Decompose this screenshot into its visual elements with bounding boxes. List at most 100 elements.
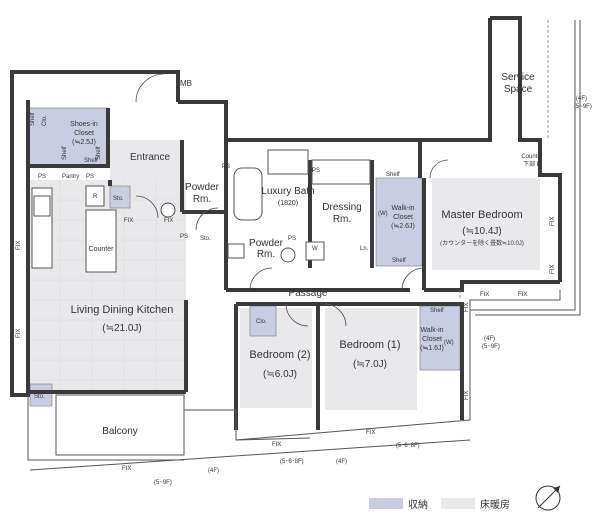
w-label: (W) xyxy=(378,211,388,217)
fix-label: FIX xyxy=(164,218,173,224)
shelf-label: Shelf xyxy=(84,158,98,164)
fix-label: FIX xyxy=(464,391,470,400)
floor-4f-label: (4F) xyxy=(484,336,495,342)
ps-label: PS xyxy=(180,234,188,240)
balcony-outline xyxy=(27,20,581,471)
shower-area xyxy=(267,149,309,175)
passage-label: Passage xyxy=(289,288,328,299)
floor-heating-master-bedroom xyxy=(432,178,540,270)
clo-label: Clo. xyxy=(42,115,48,126)
shelf-label: Shelf xyxy=(386,172,400,178)
counter-label: Counter xyxy=(89,246,115,253)
floor-5-6-8f-label: (5･6･8F) xyxy=(396,443,420,449)
walk-in-1-label-3: (≒1.6J) xyxy=(420,345,444,352)
shelf-label: Shelf xyxy=(30,112,36,126)
floor-4f-label: (4F) xyxy=(208,468,219,474)
kitchen-stove xyxy=(33,195,51,217)
bedroom-1-label-2: (≒7.0J) xyxy=(353,359,387,370)
dressing-room-label-2: Rm. xyxy=(333,214,351,225)
ps-label: PS xyxy=(288,236,296,242)
walk-in-master-label-3: (≒2.6J) xyxy=(391,223,415,230)
sto-label: Sto. xyxy=(200,236,211,242)
legend-storage: 収納 xyxy=(369,496,428,511)
shoes-closet-label: Shoes-in xyxy=(70,121,98,128)
legend-floor-heating: 床暖房 xyxy=(441,496,510,511)
powder-room-1-label-2: Rm. xyxy=(193,194,211,205)
pantry-label: Pantry xyxy=(62,174,79,180)
floor-5-6-8f-label: (5･6･8F) xyxy=(280,459,304,465)
legend-floor-heating-swatch xyxy=(441,497,475,509)
fix-label: FIX xyxy=(550,265,556,274)
ps-label: PS xyxy=(222,164,230,170)
storage-areas xyxy=(27,107,461,407)
fix-label: FIX xyxy=(480,292,489,298)
compass-icon xyxy=(535,485,561,511)
shelf-label: Shelf xyxy=(96,146,102,160)
floor-5-9f-label: (5~9F) xyxy=(482,344,500,350)
storage-sto-entrance xyxy=(109,185,131,209)
clo-label: Clo. xyxy=(256,319,267,325)
ps-label: PS xyxy=(312,168,320,174)
kitchen-counter-island xyxy=(85,209,117,273)
dressing-counter xyxy=(311,159,371,185)
shoes-closet-label-3: (≒2.5J) xyxy=(72,139,96,146)
counter-right-label: Counter xyxy=(521,154,542,160)
fix-label: FIX xyxy=(464,303,470,312)
luxury-bath-label-2: (1820) xyxy=(278,200,298,207)
ps-label: PS xyxy=(86,174,94,180)
dressing-room-label: Dressing xyxy=(322,202,361,213)
shelf-label: Shelf xyxy=(62,146,68,160)
floor-heating-bedroom-1 xyxy=(325,308,417,410)
entrance-label: Entrance xyxy=(130,152,170,163)
powder-room-2-label: Powder xyxy=(249,238,284,249)
shelf-label: Shelf xyxy=(392,258,406,264)
shoes-closet-label-2: Closet xyxy=(74,130,94,137)
legend-floor-heating-text: 床暖房 xyxy=(480,499,510,511)
bathtub xyxy=(233,167,263,221)
fix-label: FIX xyxy=(16,329,22,338)
storage-walk-in-master xyxy=(375,177,423,267)
w-label: (W) xyxy=(444,340,454,346)
refrigerator xyxy=(85,185,105,207)
toilet-2 xyxy=(280,247,296,263)
doors xyxy=(135,73,449,327)
master-bedroom-label-3: (カウンターを除く畳数≒10.0J) xyxy=(440,239,524,247)
fix-label: FIX xyxy=(16,241,22,250)
storage-shoes-closet xyxy=(27,107,109,167)
powder-room-1-label: Powder xyxy=(185,182,220,193)
fix-label: FIX xyxy=(272,442,281,448)
fix-label: FIX xyxy=(366,430,375,436)
mb-label: MB xyxy=(180,79,192,88)
floor-5-9f-label: (5~9F) xyxy=(574,104,592,110)
ldk-label-2: (≒21.0J) xyxy=(102,323,142,334)
washer xyxy=(305,241,325,261)
ldk-label: Living Dining Kitchen xyxy=(71,304,174,316)
toilet-1 xyxy=(160,202,176,218)
legend-storage-swatch xyxy=(369,497,403,509)
bedroom-2-label-2: (≒6.0J) xyxy=(263,369,297,380)
bedroom-2-label: Bedroom (2) xyxy=(249,349,310,361)
walk-in-master-label-2: Closet xyxy=(393,214,413,221)
floor-5-9f-label: (5~9F) xyxy=(154,480,172,486)
master-bedroom-label: Master Bedroom xyxy=(441,209,522,221)
sto-label: Sto. xyxy=(113,196,124,202)
fix-label: FIX xyxy=(550,217,556,226)
ps-label: PS xyxy=(38,174,46,180)
sto-label: Sto. xyxy=(34,394,45,400)
ln-label: Ln. xyxy=(360,246,369,252)
balcony-floor xyxy=(55,394,185,456)
counter-right-label-2: 下部 P xyxy=(523,160,541,168)
w-label: W xyxy=(312,246,318,252)
service-space-label: Service xyxy=(501,72,535,83)
fix-label: FIX xyxy=(518,292,527,298)
fix-label: FIX xyxy=(124,218,133,224)
bath-fixtures xyxy=(160,149,371,263)
luxury-bath-label: Luxury Bath xyxy=(261,186,314,197)
floor-4f-label: (4F) xyxy=(576,96,587,102)
walk-in-1-label: Walk-in xyxy=(420,327,443,334)
right-outline xyxy=(459,20,549,300)
legend-storage-text: 収納 xyxy=(408,499,428,511)
walk-in-1-label-2: Closet xyxy=(422,336,442,343)
kitchen-fixtures xyxy=(31,185,117,273)
